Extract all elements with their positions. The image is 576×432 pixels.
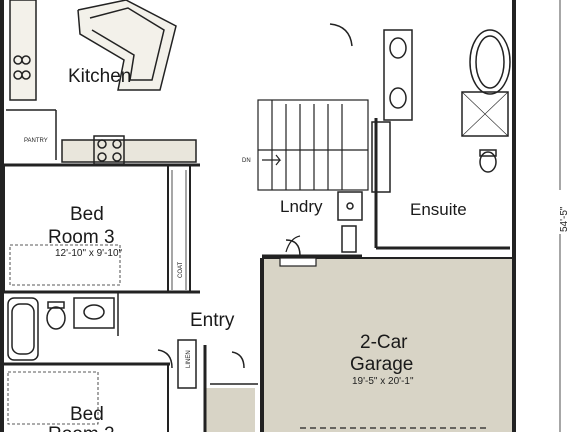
pantry-label: PANTRY [24,138,48,144]
coat-closet-label: COAT [178,261,184,278]
bed-room-2-label-2: Room 2 [48,424,115,432]
staircase [257,99,369,191]
stair-dn-label: DN [242,158,251,164]
bed-room-3-label-2: Room 3 [48,227,115,248]
bed-room-2-label-1: Bed [70,404,104,425]
laundry-room [262,191,363,258]
kitchen-label: Kitchen [68,66,131,87]
linen-closet-label: LINEN [186,350,192,368]
bed-room-3-walls [3,165,200,294]
kitchen-area [4,0,200,167]
entry-label: Entry [190,310,235,331]
ensuite-label: Ensuite [410,200,467,219]
laundry-label: Lndry [280,197,323,216]
garage-floor [262,258,512,432]
bed-room-3-label-1: Bed [70,204,104,225]
outer-walls [0,0,516,432]
ensuite-room [329,23,511,250]
bed-room-2-walls [7,364,169,432]
hall-bath [4,292,170,366]
garage-details [262,235,512,429]
garage-label-1: 2-Car [360,332,408,353]
garage-dimensions: 19'-5" x 20'-1" [352,376,414,387]
garage-label-2: Garage [350,354,413,375]
overall-dimension-label: 54'-5" [559,206,570,232]
bed-room-3-dimensions: 12'-10" x 9'-10" [55,248,123,259]
entry-walls [157,339,258,389]
porch-floor [205,388,255,432]
